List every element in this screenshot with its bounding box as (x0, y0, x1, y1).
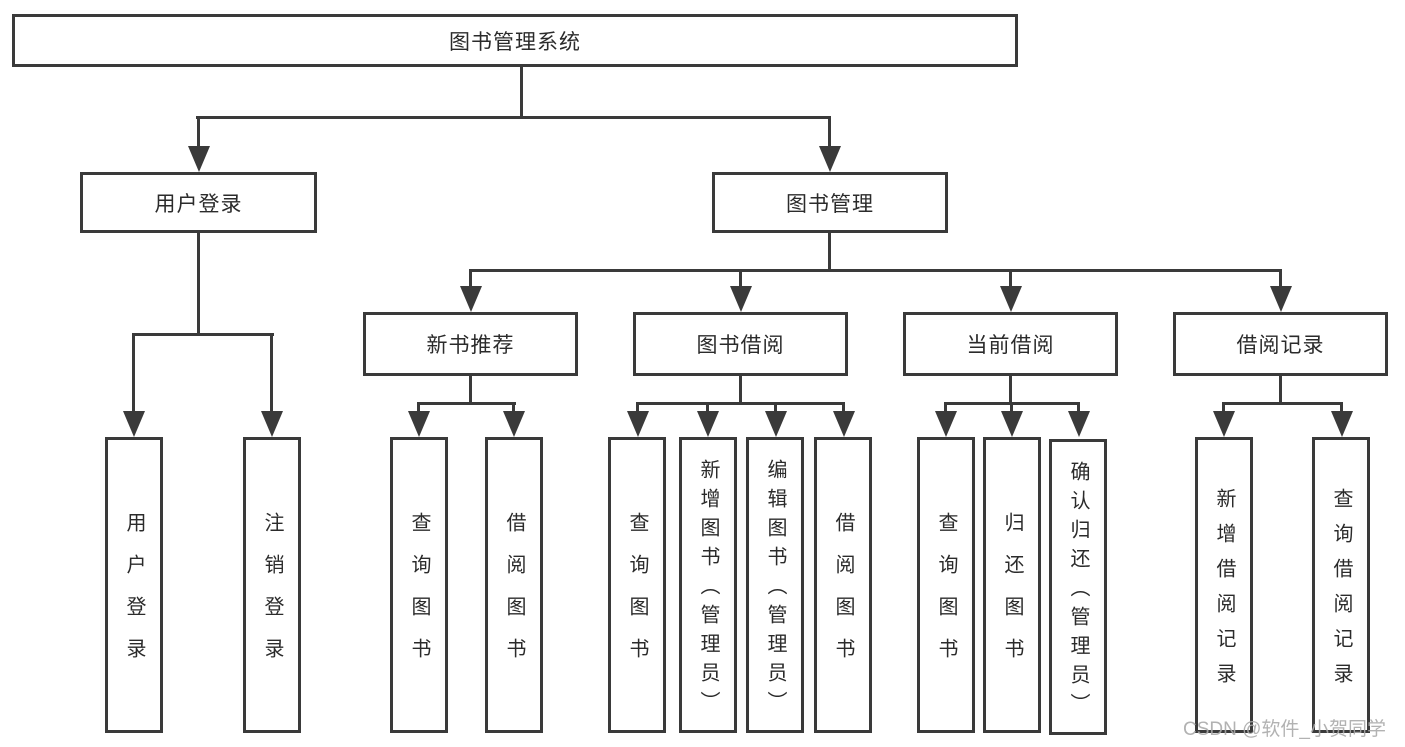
leaf-current-query-books: 查询图书 (917, 437, 975, 733)
connector-root-vline (520, 66, 523, 119)
arrow-to-new-book-recommend (460, 286, 482, 312)
arrow-to-borrow-records (1270, 286, 1292, 312)
leaf-add-borrow-record-label: 新增借阅记录 (1213, 487, 1235, 698)
connector-bookmgmt-stub-4 (1279, 269, 1282, 288)
leaf-confirm-return-admin-label: 确认归还（管理员） (1067, 461, 1089, 722)
leaf-logout-label: 注销登录 (261, 512, 283, 680)
leaf-borrow-query-books-label: 查询图书 (626, 512, 648, 680)
leaf-borrow-books: 借阅图书 (814, 437, 872, 733)
arrow-to-logout-leaf (261, 411, 283, 437)
csdn-watermark: CSDN @软件_小贺同学 (1183, 719, 1386, 740)
arrow-to-book-borrow (730, 286, 752, 312)
arrow-borrow-leaf-4 (833, 411, 855, 437)
connector-userlogin-stub-2 (270, 333, 273, 412)
connector-userlogin-stub-1 (132, 333, 135, 412)
connector-records-stub-2 (1340, 402, 1343, 413)
connector-current-vline (1009, 376, 1012, 405)
leaf-borrow-books-label: 借阅图书 (832, 512, 854, 680)
connector-bookmgmt-stub-2 (739, 269, 742, 288)
connector-borrow-stub-4 (842, 402, 845, 413)
connector-records-vline (1279, 376, 1282, 405)
leaf-add-borrow-record: 新增借阅记录 (1195, 437, 1253, 733)
connector-recommend-vline (469, 376, 472, 405)
connector-bookmgmt-stub-1 (469, 269, 472, 288)
leaf-recommend-query-books-label: 查询图书 (408, 512, 430, 680)
node-user-login: 用户登录 (80, 172, 317, 233)
leaf-recommend-borrow-books: 借阅图书 (485, 437, 543, 733)
arrow-records-leaf-1 (1213, 411, 1235, 437)
leaf-recommend-borrow-books-label: 借阅图书 (503, 512, 525, 680)
leaf-edit-books-admin-label: 编辑图书（管理员） (764, 459, 786, 720)
leaf-add-books-admin: 新增图书（管理员） (679, 437, 737, 733)
arrow-current-leaf-3 (1068, 411, 1090, 437)
arrow-to-user-login-leaf (123, 411, 145, 437)
connector-current-stub-3 (1077, 402, 1080, 413)
leaf-recommend-query-books: 查询图书 (390, 437, 448, 733)
leaf-query-borrow-record-label: 查询借阅记录 (1330, 487, 1352, 698)
node-current-borrow: 当前借阅 (903, 312, 1118, 376)
connector-recommend-hline (417, 402, 516, 405)
connector-root-stub-right (828, 116, 831, 148)
node-book-management: 图书管理 (712, 172, 948, 233)
arrow-recommend-leaf-2 (503, 411, 525, 437)
connector-borrow-hline (636, 402, 845, 405)
leaf-return-books: 归还图书 (983, 437, 1041, 733)
connector-borrow-vline (739, 376, 742, 405)
arrow-borrow-leaf-1 (627, 411, 649, 437)
arrow-to-user-login (188, 146, 210, 172)
connector-borrow-stub-3 (774, 402, 777, 413)
connector-root-stub-left (197, 116, 200, 148)
leaf-logout: 注销登录 (243, 437, 301, 733)
connector-root-hline (196, 116, 831, 119)
connector-current-stub-2 (1010, 402, 1013, 413)
connector-bookmgmt-hline (469, 269, 1282, 272)
connector-borrow-stub-2 (706, 402, 709, 413)
arrow-records-leaf-2 (1331, 411, 1353, 437)
node-library-system: 图书管理系统 (12, 14, 1018, 67)
leaf-confirm-return-admin: 确认归还（管理员） (1049, 439, 1107, 735)
connector-borrow-stub-1 (636, 402, 639, 413)
arrow-borrow-leaf-3 (765, 411, 787, 437)
arrow-to-book-management (819, 146, 841, 172)
connector-records-hline (1222, 402, 1343, 405)
arrow-borrow-leaf-2 (697, 411, 719, 437)
leaf-borrow-query-books: 查询图书 (608, 437, 666, 733)
connector-userlogin-hline (132, 333, 274, 336)
leaf-user-login-label: 用户登录 (123, 512, 145, 680)
leaf-add-books-admin-label: 新增图书（管理员） (697, 459, 719, 720)
leaf-user-login: 用户登录 (105, 437, 163, 733)
arrow-current-leaf-1 (935, 411, 957, 437)
connector-current-stub-1 (944, 402, 947, 413)
connector-userlogin-vline (197, 233, 200, 336)
connector-recommend-stub-2 (512, 402, 515, 413)
arrow-to-current-borrow (1000, 286, 1022, 312)
node-borrow-records: 借阅记录 (1173, 312, 1388, 376)
leaf-query-borrow-record: 查询借阅记录 (1312, 437, 1370, 733)
node-new-book-recommend: 新书推荐 (363, 312, 578, 376)
leaf-return-books-label: 归还图书 (1001, 512, 1023, 680)
node-book-borrow: 图书借阅 (633, 312, 848, 376)
arrow-recommend-leaf-1 (408, 411, 430, 437)
connector-bookmgmt-stub-3 (1009, 269, 1012, 288)
connector-recommend-stub-1 (417, 402, 420, 413)
connector-records-stub-1 (1222, 402, 1225, 413)
connector-bookmgmt-vline (828, 233, 831, 272)
leaf-current-query-books-label: 查询图书 (935, 512, 957, 680)
leaf-edit-books-admin: 编辑图书（管理员） (746, 437, 804, 733)
arrow-current-leaf-2 (1001, 411, 1023, 437)
